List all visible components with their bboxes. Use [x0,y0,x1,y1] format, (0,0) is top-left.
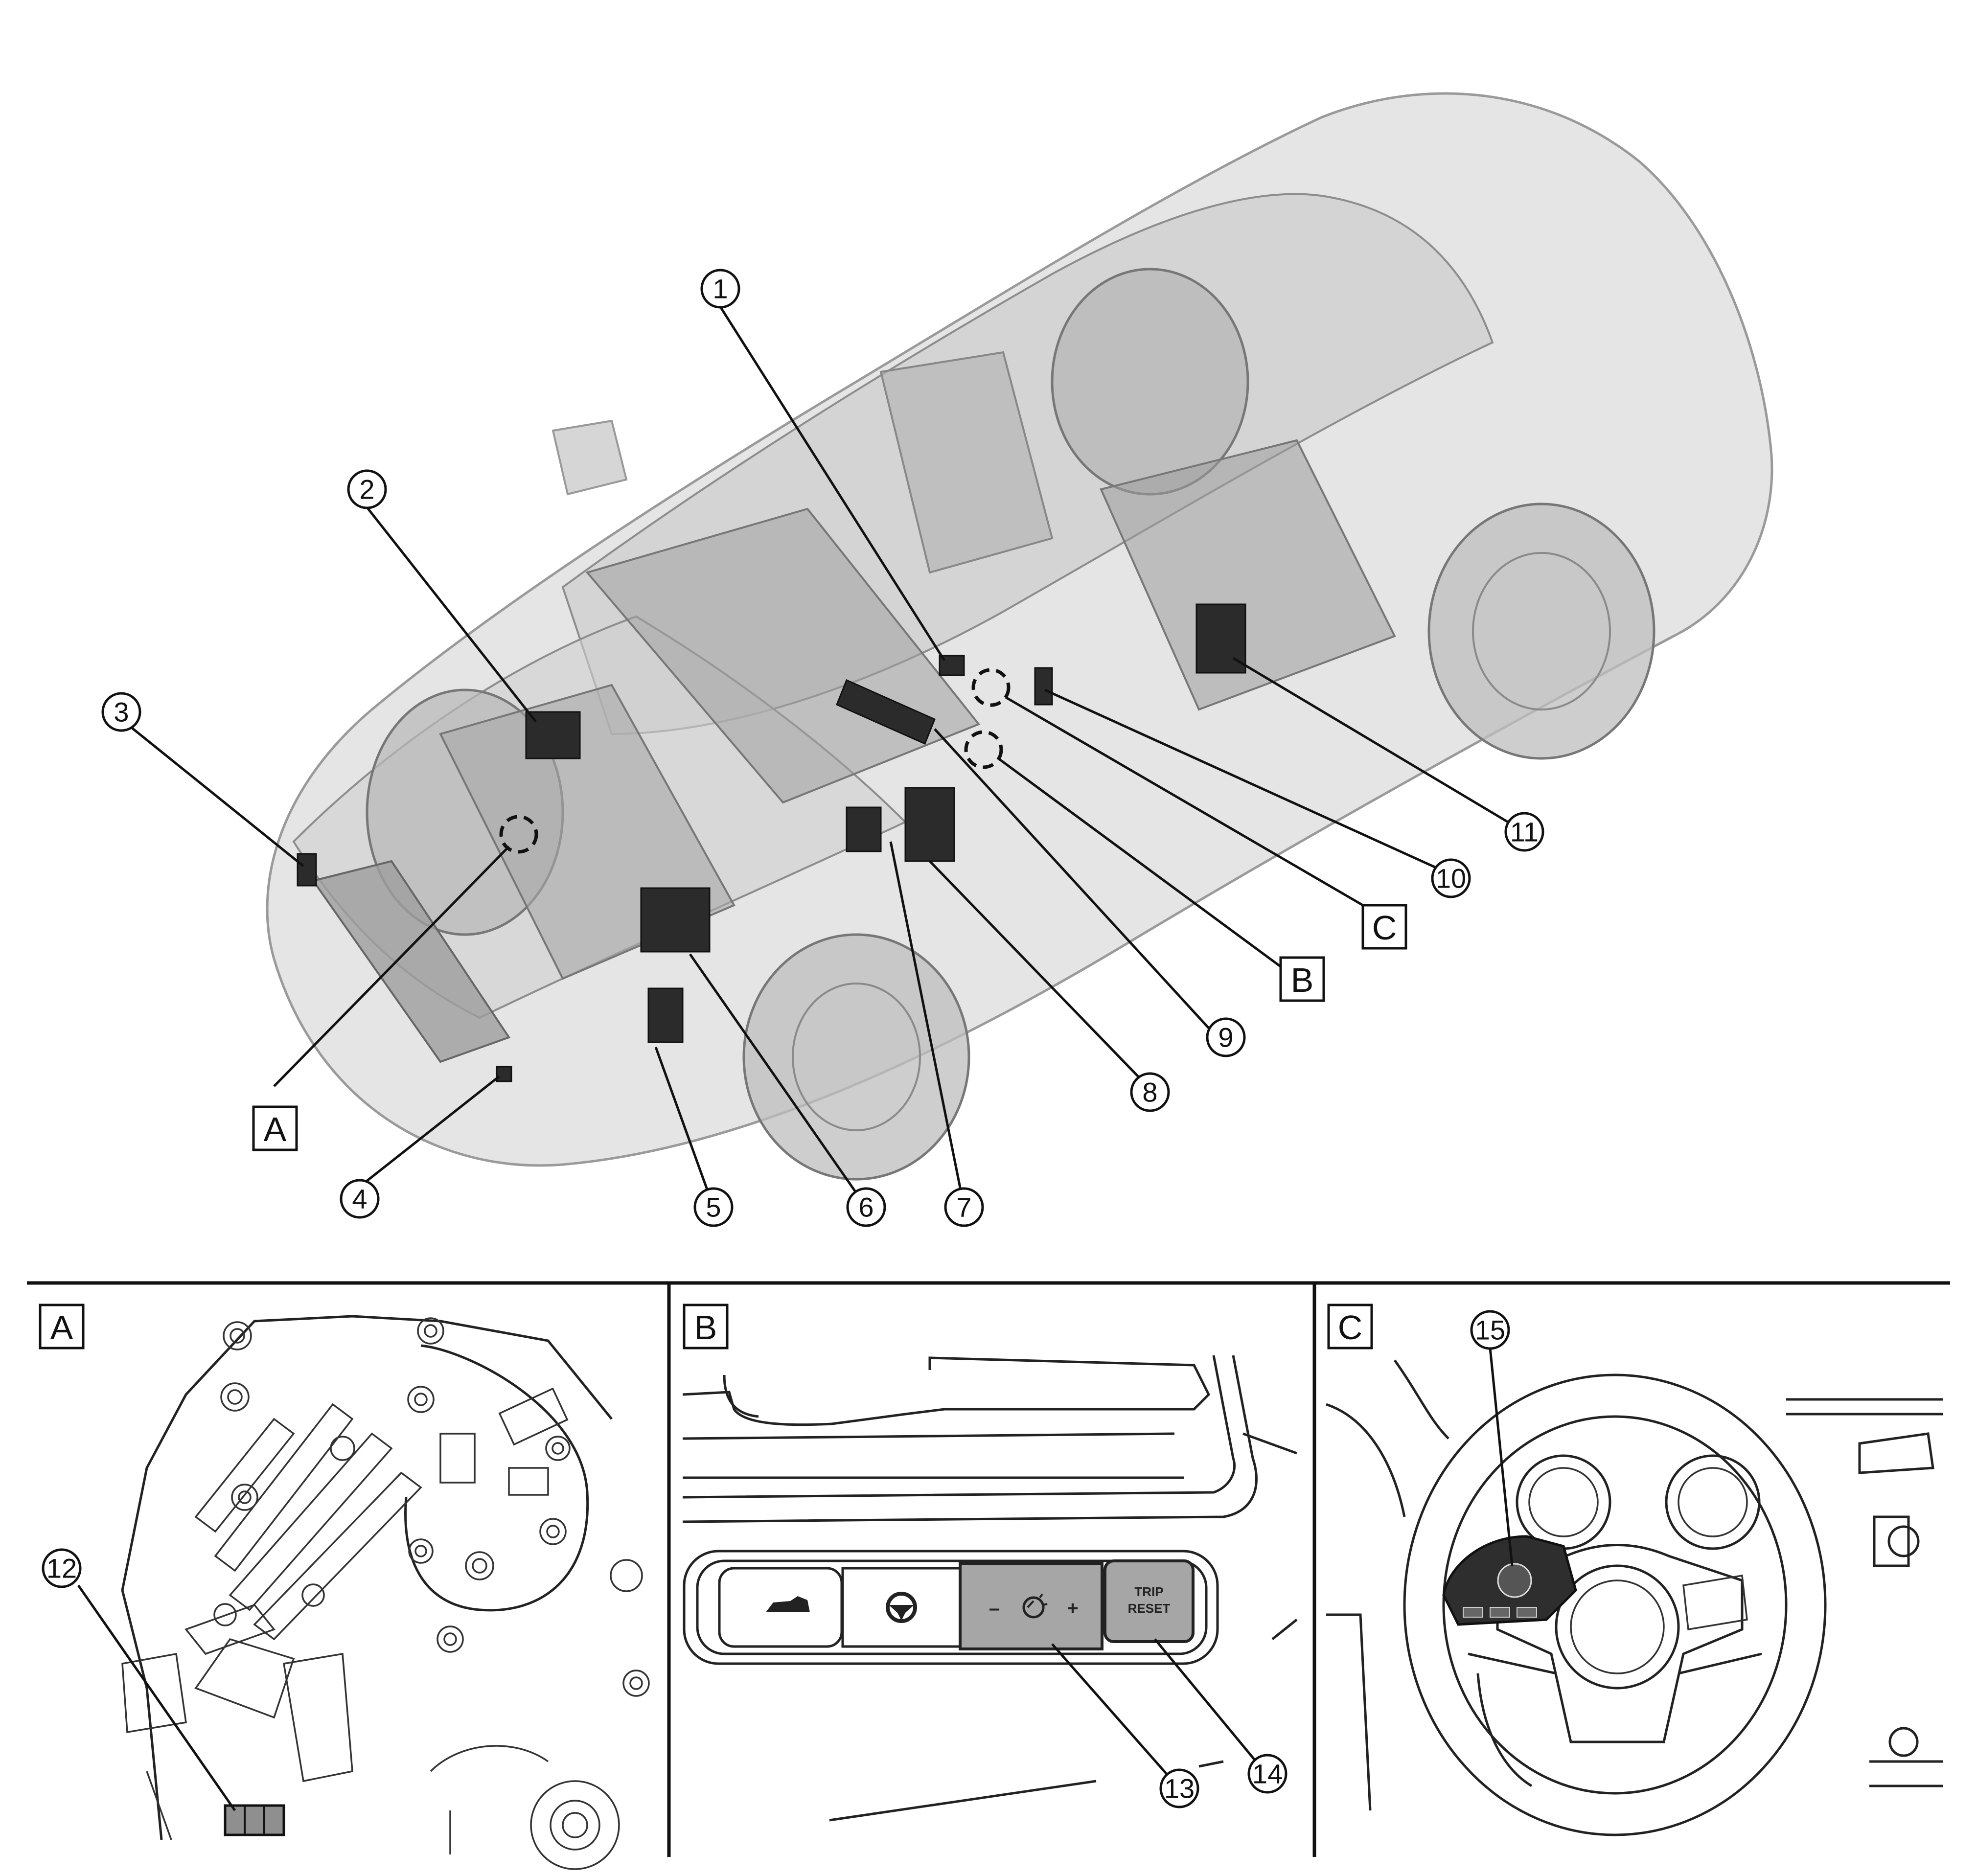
svg-text:A: A [50,1308,73,1347]
trunk-opener-switch [718,1567,843,1648]
svg-text:10: 10 [1436,863,1466,894]
part-12 [224,1804,285,1836]
svg-text:C: C [1372,909,1397,947]
steering-hub [1555,1564,1680,1690]
steering-switch-cluster [1442,1535,1577,1626]
svg-text:12: 12 [46,1553,77,1584]
callout-7: 7 [944,1187,984,1227]
part-8 [904,787,955,862]
svg-text:–: – [989,1598,1000,1619]
panel-c-label: C [1327,1304,1373,1350]
left-gauge [1516,1454,1611,1550]
panel-a-label: A [39,1304,85,1350]
view-label-b: B [1279,956,1325,1002]
svg-text:2: 2 [359,474,374,505]
svg-text:6: 6 [858,1192,874,1223]
svg-text:B: B [694,1308,717,1347]
svg-text:RESET: RESET [1128,1601,1171,1616]
detail-panels-frame [27,1281,1950,1857]
svg-text:11: 11 [1510,817,1539,847]
callout-9: 9 [1206,1017,1246,1057]
view-label-c: C [1361,904,1407,950]
car-overview: 1 2 3 4 5 6 7 8 [101,92,1773,1227]
callout-3: 3 [101,692,141,732]
rear-right-wheel [1427,503,1655,760]
callout-15: 15 [1470,1310,1510,1350]
part-7 [846,806,882,852]
callout-8: 8 [1130,1072,1170,1112]
trip-reset-switch: TRIP RESET [1103,1559,1195,1643]
svg-text:B: B [1291,961,1314,999]
callout-11: 11 [1504,812,1544,852]
svg-text:4: 4 [352,1184,367,1214]
trunk-icon [766,1596,810,1612]
callout-14: 14 [1247,1754,1287,1794]
svg-text:TRIP: TRIP [1134,1584,1163,1599]
detail-panel-a: A [39,1304,650,1870]
detail-circle-b [964,730,1003,769]
steering-wheel [1403,1373,1827,1836]
svg-text:7: 7 [956,1192,971,1223]
svg-text:A: A [264,1110,287,1148]
svg-text:13: 13 [1164,1773,1195,1804]
svg-text:15: 15 [1475,1315,1505,1346]
callout-2: 2 [347,469,387,509]
svg-text:+: + [1067,1598,1078,1619]
part-2 [525,711,581,759]
callout-1: 1 [700,269,740,309]
right-gauge [1665,1454,1761,1550]
panel-b-label: B [683,1304,729,1350]
callout-10: 10 [1431,858,1471,898]
svg-text:1: 1 [713,274,728,304]
svg-text:9: 9 [1218,1022,1233,1053]
callout-12: 12 [42,1548,82,1588]
part-9 [836,679,936,745]
part-11 [1195,603,1246,674]
front-grille [311,860,511,1063]
switch-bezel [683,1550,1219,1665]
illumination-control-switch: – + [959,1562,1103,1650]
illumination-icon [1022,1593,1048,1619]
svg-text:8: 8 [1142,1077,1157,1108]
steering-wheel-icon [886,1592,917,1623]
part-5 [647,987,684,1043]
detail-circle-a [499,815,538,854]
front-right-wheel [742,933,970,1181]
svg-text:3: 3 [114,697,129,728]
svg-text:C: C [1338,1308,1363,1347]
part-6 [640,887,711,953]
steering-heat-switch [841,1567,962,1648]
part-3 [297,853,317,887]
callout-5: 5 [693,1187,734,1227]
callout-13: 13 [1159,1768,1199,1808]
detail-circle-c [971,668,1011,707]
callout-6: 6 [846,1187,886,1227]
detail-panel-b: B – [682,1304,1298,1822]
view-label-a: A [252,1105,298,1151]
svg-text:5: 5 [706,1192,721,1223]
part-10 [1034,667,1053,706]
detail-panel-c: C [1326,1304,1943,1836]
part-4 [496,1066,512,1082]
callout-4: 4 [340,1179,380,1219]
svg-text:14: 14 [1252,1759,1283,1789]
